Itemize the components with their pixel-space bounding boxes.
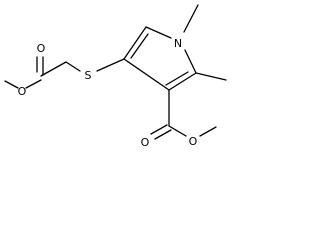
atom-label-o-carbonyl-bottom: O (141, 136, 150, 149)
atom-label-n-ring: N (174, 37, 182, 50)
thioether-linker (65, 58, 125, 72)
bond-s-to-ring-c3 (96, 58, 125, 72)
bond-n-to-methyl (183, 4, 199, 33)
atom-label-o-ether-left: O (18, 85, 27, 98)
bond-carbonyl-c-to-ether-o-bottom (168, 125, 187, 137)
bond-carbonyl-double-1-bottom (150, 124, 168, 135)
bond-n-to-c5 (184, 49, 197, 74)
bond-carbonyl-c-to-ch2 (40, 61, 67, 77)
bond-c4-to-n (145, 26, 172, 39)
bond-ether-o-to-methyl-bottom (199, 126, 217, 137)
bond-c2-to-c3 (123, 58, 170, 91)
left-methyl-ester (4, 56, 67, 89)
bond-ch2-to-s (65, 61, 81, 72)
bond-c5-to-c2 (168, 72, 197, 91)
atom-label-o-carbonyl-left: O (37, 42, 46, 55)
bond-carbonyl-double-2-bottom (154, 129, 172, 140)
bond-c3-c4-inner-double (130, 33, 149, 59)
bond-c5-to-methyl (195, 72, 227, 81)
ring-methyls (183, 4, 227, 81)
bond-ether-o-to-carbonyl-c-left (25, 79, 42, 89)
bond-c3-to-c4 (123, 26, 147, 60)
bond-c5-c2-inner-double (165, 71, 189, 86)
pyrrole-ring (123, 26, 197, 91)
atom-label-o-ether-bottom: O (189, 135, 198, 148)
bond-methyl-to-ether-o-left (4, 80, 19, 89)
bottom-methyl-ester (150, 89, 217, 140)
molecule-structure: O O S N O O (4, 4, 227, 149)
atom-label-s-thioether: S (85, 69, 92, 82)
